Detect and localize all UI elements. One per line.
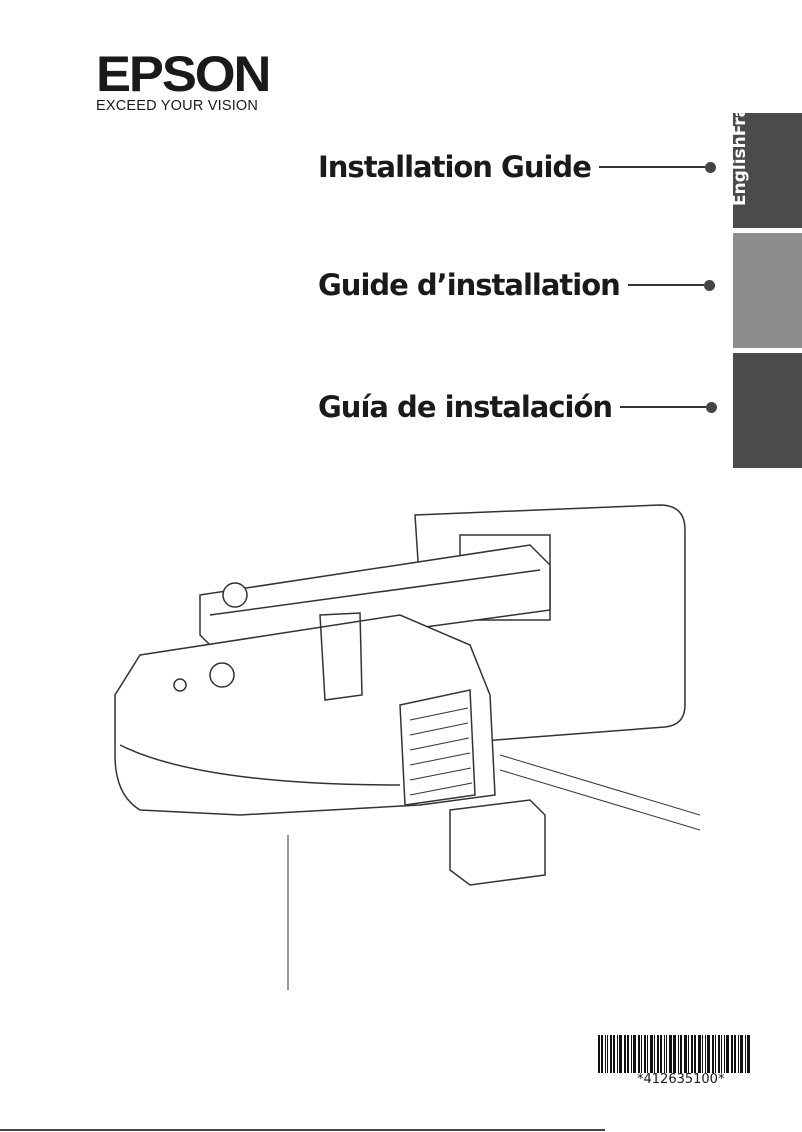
barcode-bar (657, 1035, 659, 1073)
barcode-bar (738, 1035, 739, 1073)
barcode-bar (745, 1035, 746, 1073)
barcode-bar (712, 1035, 714, 1073)
barcode-bar (726, 1035, 729, 1073)
barcode-bar (721, 1035, 722, 1073)
logo-tagline: EXCEED YOUR VISION (96, 98, 259, 114)
barcode-bar (664, 1035, 665, 1073)
trim-line (0, 1129, 605, 1131)
barcode-bar (724, 1035, 725, 1073)
barcode-bar (660, 1035, 662, 1073)
barcode-bar (680, 1035, 682, 1073)
barcode-bar (669, 1035, 672, 1073)
barcode-bar (678, 1035, 679, 1073)
barcode-bar (644, 1035, 646, 1073)
barcode (598, 1035, 750, 1073)
barcode-bar (647, 1035, 648, 1073)
connector-line (598, 166, 705, 168)
barcode-bar (654, 1035, 655, 1073)
language-tab-english: EnglishFra (730, 106, 802, 228)
title-text: Guía de instalación (318, 390, 613, 424)
title-english: Installation Guide (318, 150, 716, 184)
barcode-bar (598, 1035, 600, 1073)
barcode-bar (633, 1035, 636, 1073)
barcode-bar (715, 1035, 716, 1073)
barcode-bar (684, 1035, 687, 1073)
epson-logo: EPSON EXCEED YOUR VISION (96, 49, 271, 114)
barcode-bar (619, 1035, 622, 1073)
barcode-bar (624, 1035, 626, 1073)
language-tab-spanish (733, 353, 802, 468)
title-text: Installation Guide (318, 150, 592, 184)
barcode-bar (740, 1035, 743, 1073)
tab-label: EnglishFra (730, 105, 750, 206)
barcode-bar (631, 1035, 632, 1073)
connector-line (627, 284, 704, 286)
connector-dot (704, 161, 716, 173)
barcode-bar (698, 1035, 701, 1073)
barcode-bar (638, 1035, 640, 1073)
barcode-bar (607, 1035, 608, 1073)
barcode-bar (694, 1035, 696, 1073)
barcode-bar (666, 1035, 667, 1073)
title-text: Guide d’installation (318, 268, 621, 302)
barcode-bar (601, 1035, 603, 1073)
barcode-bar (610, 1035, 612, 1073)
barcode-bar (691, 1035, 693, 1073)
barcode-bar (688, 1035, 689, 1073)
projector-illustration (114, 504, 700, 990)
connector-line (620, 406, 707, 408)
barcode-bar (627, 1035, 629, 1073)
barcode-bar (747, 1035, 750, 1073)
barcode-bar (650, 1035, 653, 1073)
barcode-bar (641, 1035, 642, 1073)
connector-dot (706, 401, 718, 413)
barcode-bar (718, 1035, 720, 1073)
barcode-number: *412635100* (637, 1072, 725, 1087)
barcode-bar (702, 1035, 703, 1073)
barcode-bar (734, 1035, 736, 1073)
barcode-bar (731, 1035, 733, 1073)
barcode-bar (673, 1035, 676, 1073)
connector-dot (703, 279, 715, 291)
barcode-bar (707, 1035, 710, 1073)
barcode-bar (605, 1035, 606, 1073)
barcode-bar (705, 1035, 706, 1073)
logo-brand: EPSON (96, 46, 271, 102)
barcode-bar (613, 1035, 615, 1073)
language-tab-french (733, 233, 802, 348)
title-french: Guide d’installation (318, 268, 715, 302)
barcode-bar (617, 1035, 618, 1073)
title-spanish: Guía de instalación (318, 390, 718, 424)
